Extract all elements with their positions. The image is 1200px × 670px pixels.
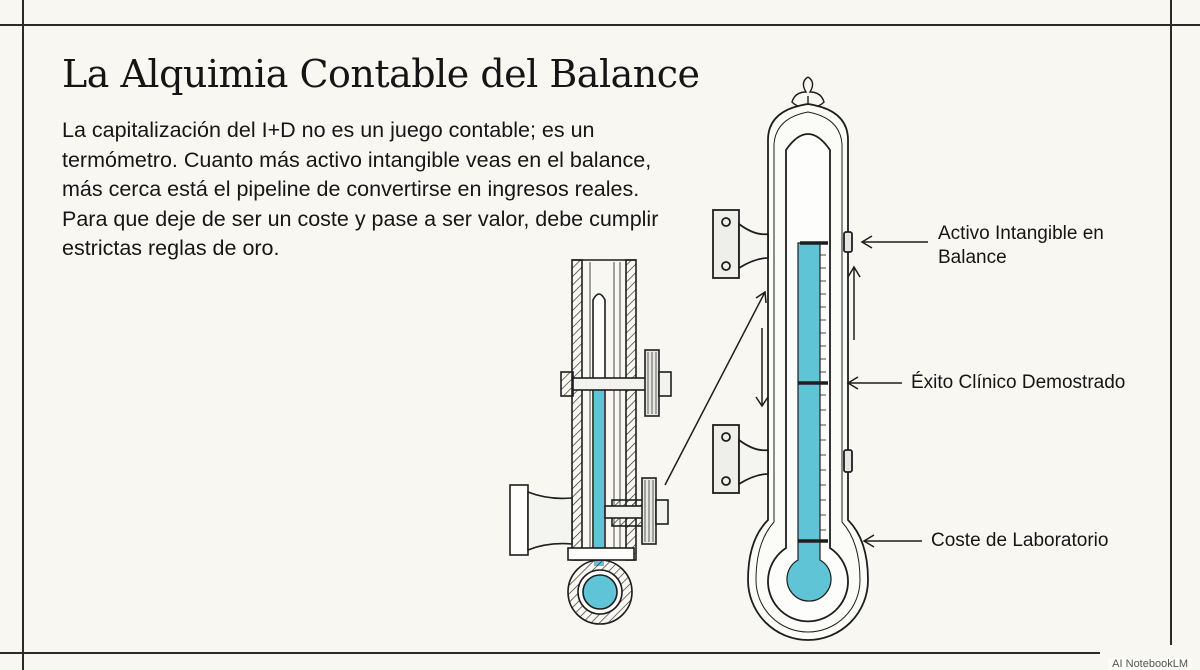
watermark: AI NotebookLM (1108, 658, 1192, 670)
label-coste-laboratorio: Coste de Laboratorio (931, 530, 1109, 551)
slide-body-text: La capitalización del I+D no es un juego… (62, 118, 659, 260)
ornate-thermometer (712, 76, 869, 641)
label-activo-intangible: Activo Intangible en Balance (938, 223, 1104, 268)
frame-top-line (0, 24, 1200, 26)
frame-left-line (22, 0, 24, 670)
sectional-thermometer (509, 259, 672, 625)
frame-bottom-line (0, 652, 1100, 654)
slide-title: La Alquimia Contable del Balance (62, 52, 700, 96)
callout-arrows (664, 235, 928, 548)
label-exito-clinico: Éxito Clínico Demostrado (911, 372, 1126, 393)
frame-right-line (1170, 0, 1172, 645)
